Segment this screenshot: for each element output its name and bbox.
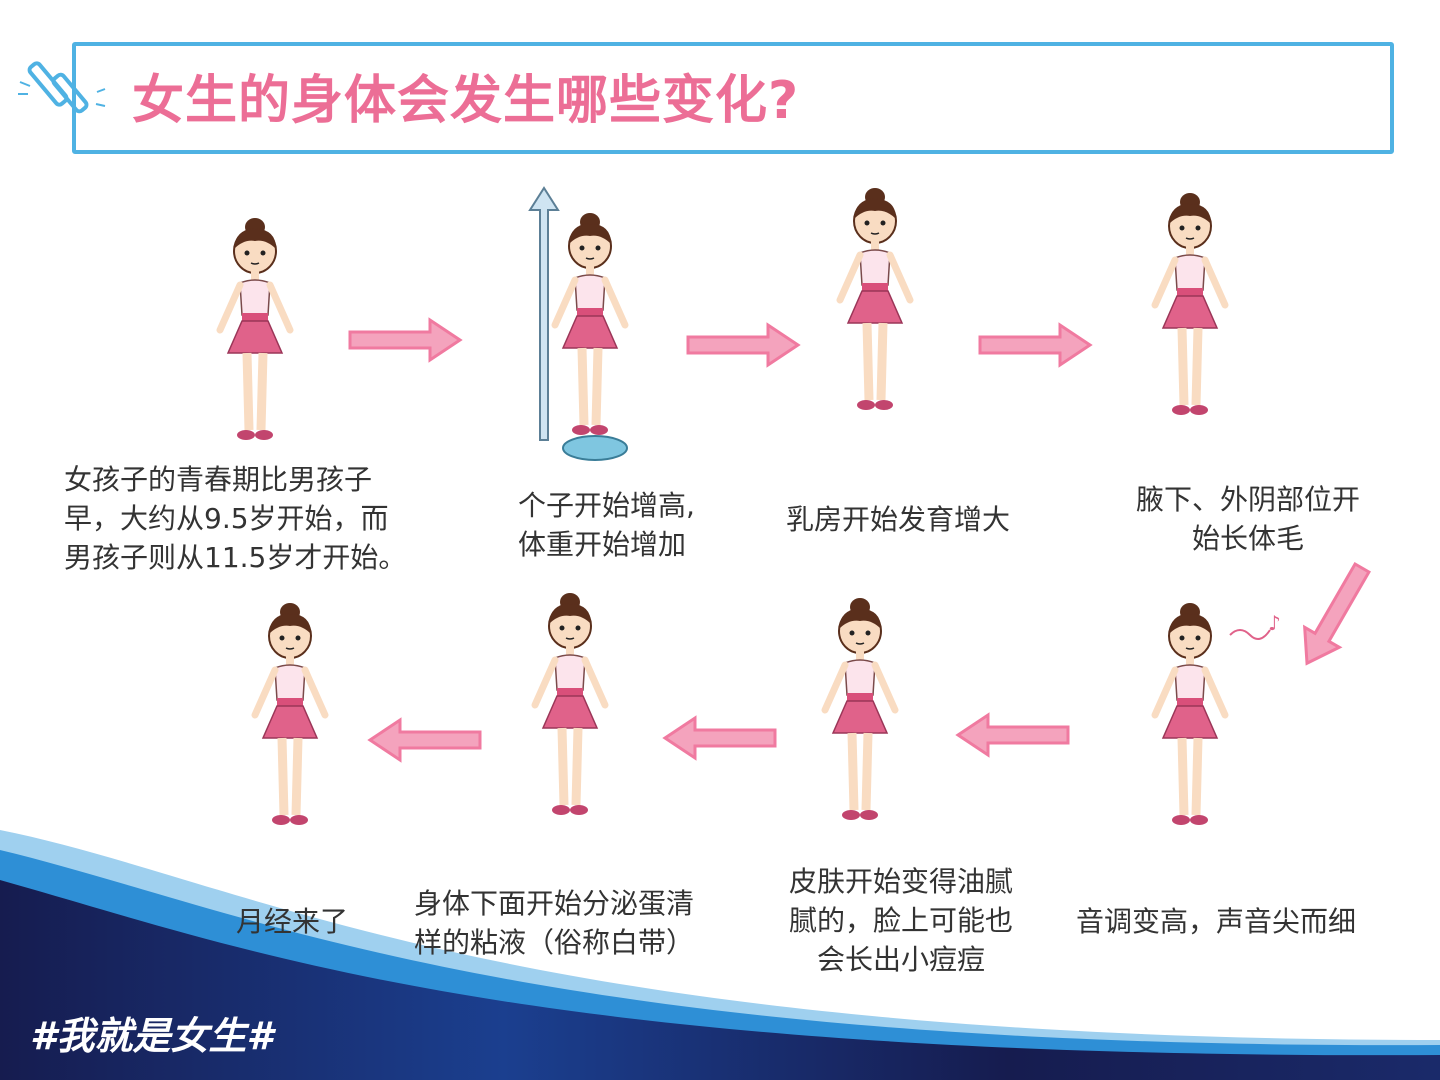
girl-illustration-stage-5	[1135, 600, 1245, 844]
caption-line: 始长体毛	[1191, 522, 1304, 555]
caption-stage-8: 月经来了	[236, 902, 348, 941]
caption-line: 早，大约从9.5岁开始，而	[64, 502, 389, 535]
caption-line: 腋下、外阴部位开	[1135, 483, 1360, 516]
page-title: 女生的身体会发生哪些变化?	[132, 71, 800, 131]
girl-illustration-stage-2	[535, 210, 645, 454]
caption-line: 乳房开始发育增大	[786, 503, 1011, 536]
caption-line: 会长出小痘痘	[816, 943, 985, 976]
caption-line: 女孩子的青春期比男孩子	[64, 463, 373, 496]
caption-line: 男孩子则从11.5岁才开始。	[64, 541, 407, 574]
caption-line: 身体下面开始分泌蛋清	[414, 887, 695, 920]
caption-line: 个子开始增高,	[518, 489, 695, 522]
pencil-icon	[18, 61, 106, 114]
caption-stage-7: 身体下面开始分泌蛋清 样的粘液（俗称白带）	[414, 884, 694, 962]
caption-line: 月经来了	[236, 905, 349, 938]
girl-illustration-stage-8	[235, 600, 345, 844]
footer-hashtag: #我就是女生#	[30, 1014, 273, 1058]
girl-illustration-stage-3	[820, 185, 930, 429]
title-frame	[72, 42, 1394, 154]
girl-illustration-stage-1	[200, 215, 310, 459]
caption-line: 腻的，脸上可能也	[788, 904, 1013, 937]
caption-stage-6: 皮肤开始变得油腻 腻的，脸上可能也 会长出小痘痘	[770, 862, 1032, 979]
caption-line: 样的粘液（俗称白带）	[414, 926, 695, 959]
caption-stage-5: 音调变高，声音尖而细	[1076, 902, 1356, 941]
caption-stage-2: 个子开始增高, 体重开始增加	[518, 486, 695, 564]
girl-illustration-stage-4	[1135, 190, 1245, 434]
caption-stage-1: 女孩子的青春期比男孩子 早，大约从9.5岁开始，而 男孩子则从11.5岁才开始。	[64, 460, 406, 577]
caption-stage-3: 乳房开始发育增大	[786, 500, 1010, 539]
caption-line: 音调变高，声音尖而细	[1076, 905, 1357, 938]
caption-stage-4: 腋下、外阴部位开 始长体毛	[1118, 480, 1378, 558]
girl-illustration-stage-7	[515, 590, 625, 834]
caption-line: 皮肤开始变得油腻	[788, 865, 1013, 898]
girl-illustration-stage-6	[805, 595, 915, 839]
caption-line: 体重开始增加	[518, 528, 687, 561]
